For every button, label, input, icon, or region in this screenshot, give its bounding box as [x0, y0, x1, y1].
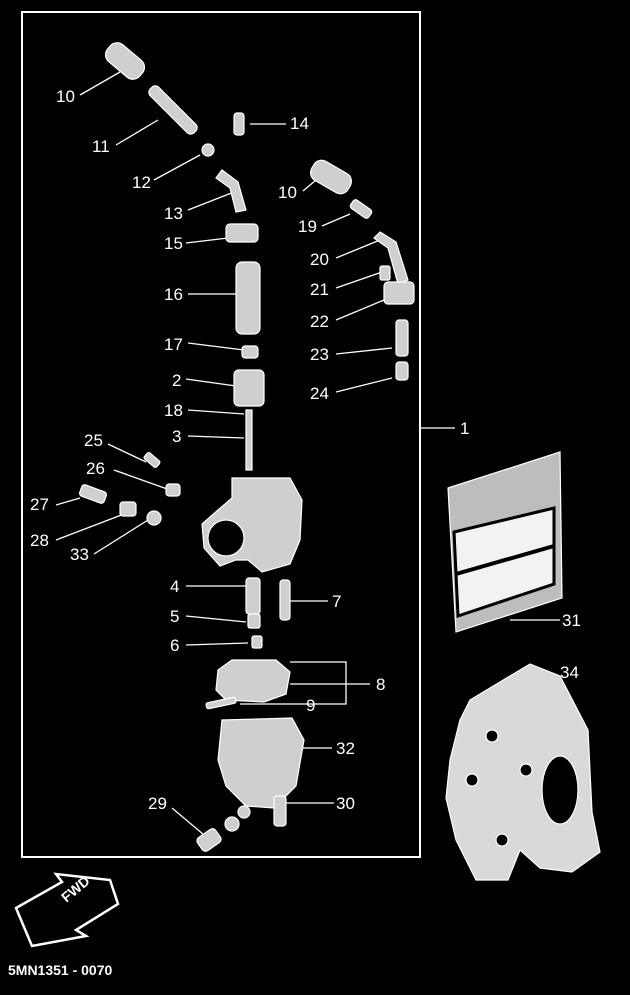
- callout-28: 28: [30, 531, 49, 550]
- throttle-spring-16: [235, 261, 261, 335]
- callout-14: 14: [290, 114, 309, 133]
- jet-6: [251, 635, 263, 649]
- screw-30: [273, 795, 287, 827]
- callout-10: 10: [56, 87, 75, 106]
- callout-16: 16: [164, 285, 183, 304]
- elbow-pipe-13: [215, 169, 247, 213]
- callout-24: 24: [310, 384, 329, 403]
- callout-15: 15: [164, 234, 183, 253]
- washer-29a: [224, 816, 240, 832]
- bolt-21: [379, 265, 391, 281]
- manifold-hole-3: [519, 763, 533, 777]
- callout-32: 32: [336, 739, 355, 758]
- spring-26: [165, 483, 181, 497]
- screw-7: [279, 579, 291, 621]
- throttle-cable-sleeve: [148, 85, 198, 135]
- main-jet-5: [247, 613, 261, 629]
- callout-11: 11: [92, 137, 110, 156]
- callout-23: 23: [310, 345, 329, 364]
- callout-10-right: 10: [278, 183, 297, 202]
- callout-30: 30: [336, 794, 355, 813]
- manifold-hole-4: [495, 833, 509, 847]
- carburetor-intake: [207, 519, 245, 557]
- adjuster-19: [349, 199, 373, 219]
- callout-25: 25: [84, 431, 103, 450]
- callout-5: 5: [170, 607, 180, 626]
- throttle-grip-left: [104, 42, 146, 80]
- cable-20: [373, 231, 409, 285]
- manifold-bore: [541, 755, 579, 825]
- clip-17: [241, 345, 259, 359]
- washer-29b: [237, 805, 251, 819]
- bag-stripe-1: [455, 544, 555, 576]
- callout-21: 21: [310, 280, 329, 299]
- float-bowl-32: [217, 717, 305, 809]
- callout-29: 29: [148, 794, 167, 813]
- callout-19: 19: [298, 217, 317, 236]
- cap-15: [225, 223, 259, 243]
- drain-screw-29: [196, 828, 222, 852]
- manifold-hole-2: [465, 773, 479, 787]
- diagram-code: 5MN1351 - 0070: [8, 962, 113, 978]
- callout-33: 33: [70, 545, 89, 564]
- callout-18: 18: [164, 401, 183, 420]
- assembly-frame: [21, 11, 421, 858]
- callout-17: 17: [164, 335, 183, 354]
- spring-28: [119, 501, 137, 517]
- screw-25: [143, 452, 161, 468]
- grip-right-10: [310, 159, 352, 195]
- throttle-valve-2: [233, 369, 265, 407]
- ring-12: [201, 143, 215, 157]
- callout-22: 22: [310, 312, 329, 331]
- callout-9: 9: [306, 696, 316, 715]
- callout-2: 2: [172, 371, 182, 390]
- callout-8: 8: [376, 675, 386, 694]
- plug-24: [395, 361, 409, 381]
- callout-7: 7: [332, 592, 342, 611]
- bracket-22: [383, 281, 415, 305]
- forward-arrow-icon: [14, 872, 120, 948]
- callout-34: 34: [560, 663, 579, 682]
- callout-31: 31: [562, 611, 581, 630]
- screw-27: [78, 484, 108, 504]
- pin-9: [205, 696, 237, 710]
- callout-12: 12: [132, 173, 151, 192]
- callout-4: 4: [170, 577, 180, 596]
- screw-14: [233, 112, 245, 136]
- callout-13: 13: [164, 204, 183, 223]
- callout-20: 20: [310, 250, 329, 269]
- callout-6: 6: [170, 636, 180, 655]
- jet-4: [245, 577, 261, 615]
- washer-33: [146, 510, 162, 526]
- float-8: [215, 659, 291, 703]
- callout-3: 3: [172, 427, 182, 446]
- needle-3: [245, 409, 253, 471]
- callout-27: 27: [30, 495, 49, 514]
- callout-26: 26: [86, 459, 105, 478]
- callout-1: 1: [460, 419, 470, 438]
- tube-23: [395, 319, 409, 357]
- manifold-hole-1: [485, 729, 499, 743]
